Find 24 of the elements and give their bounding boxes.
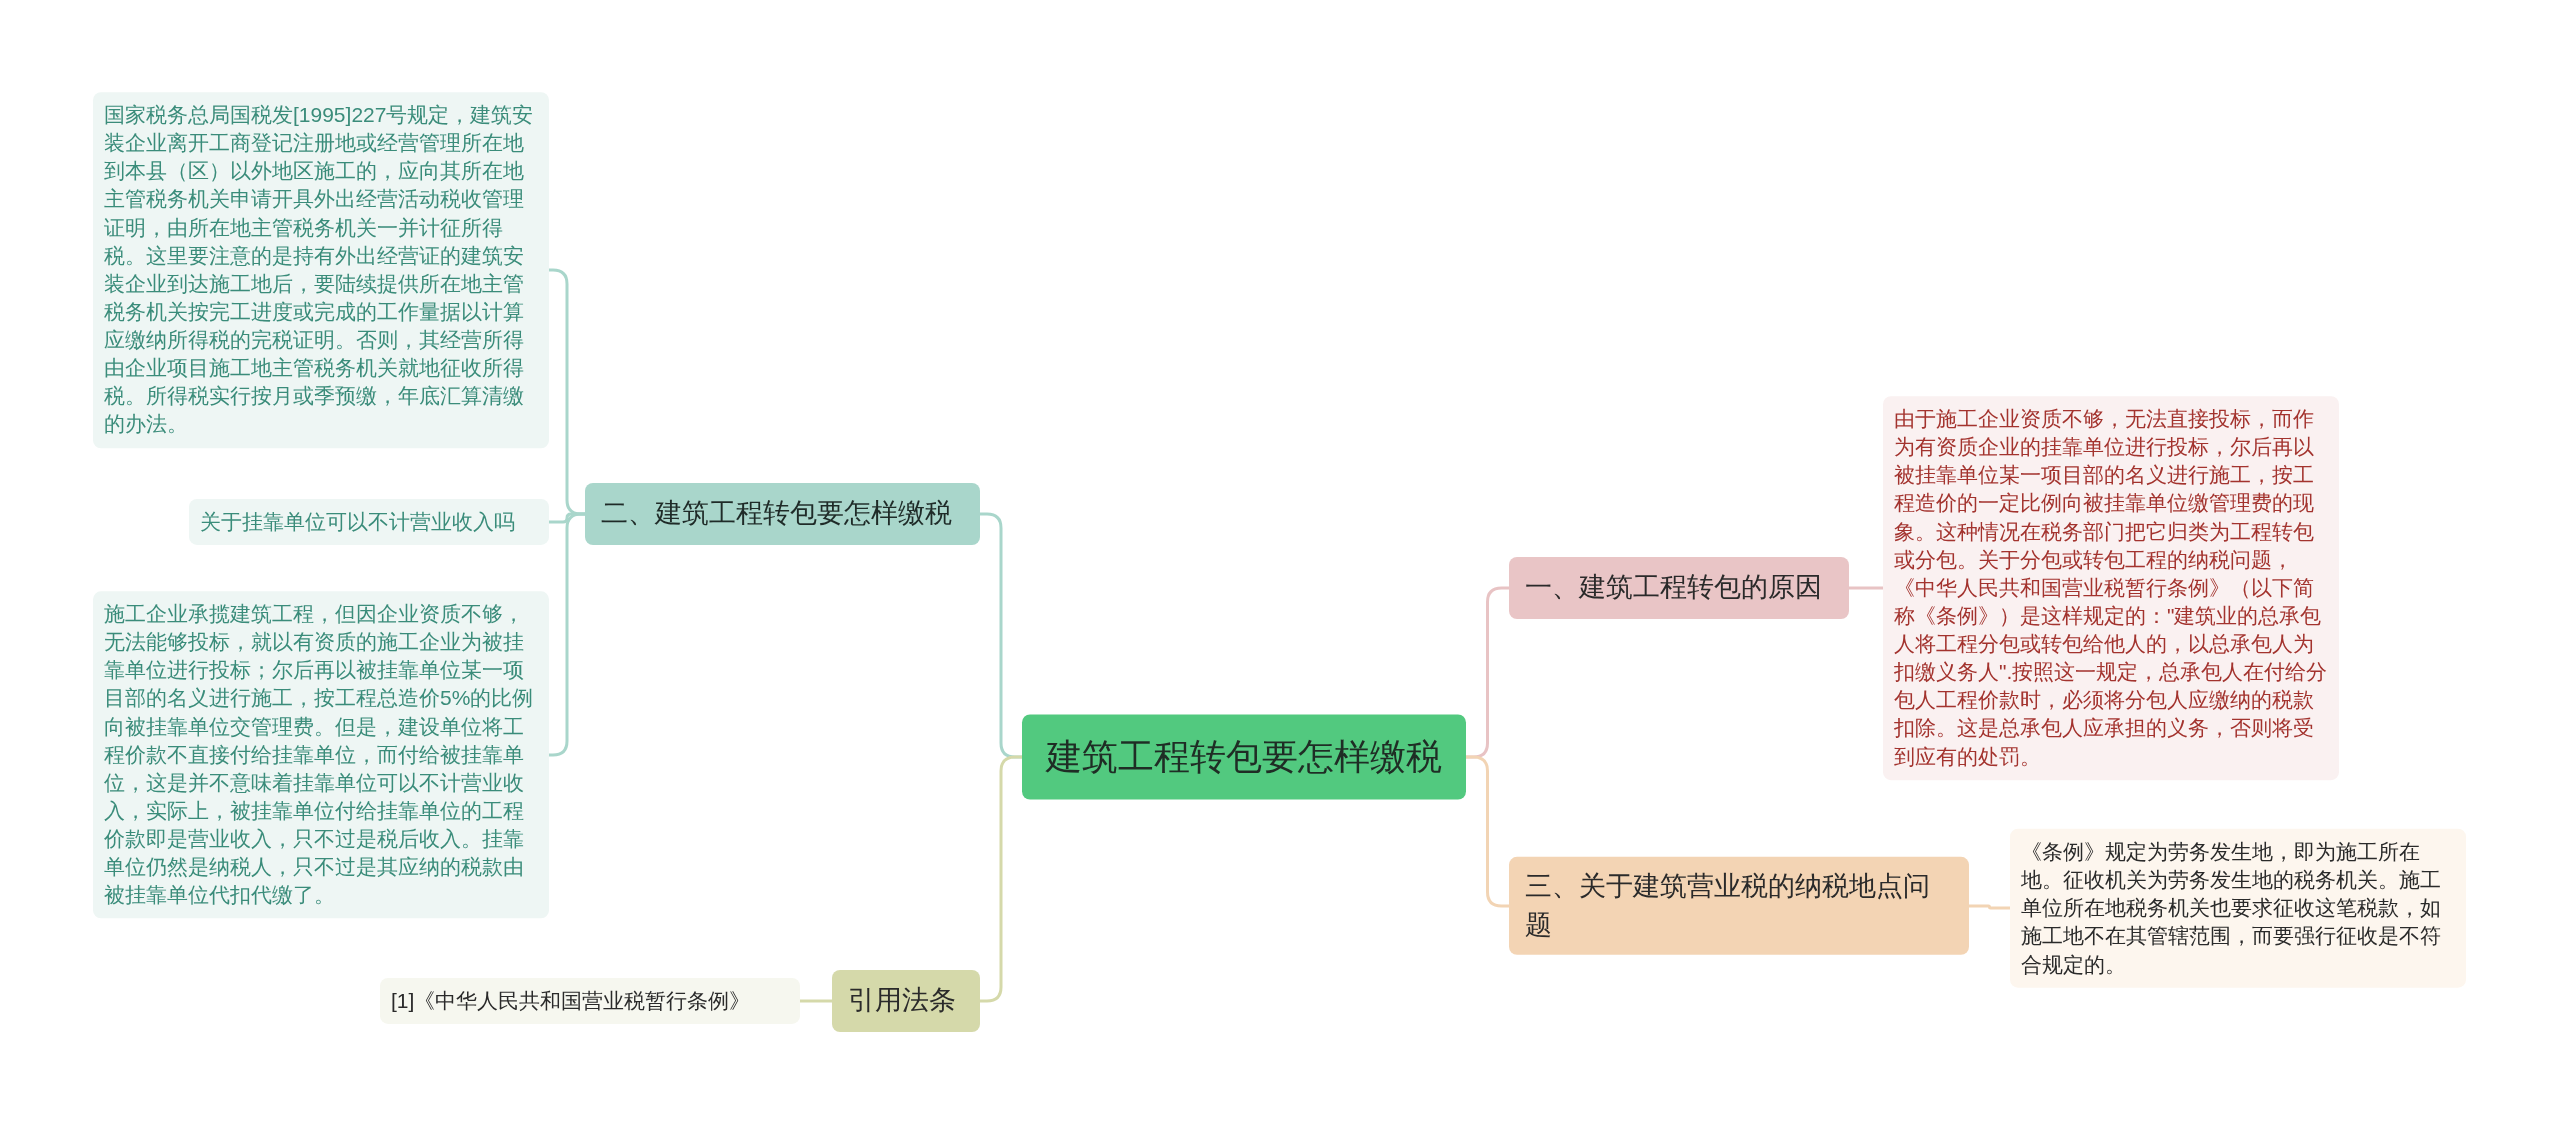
note-card (189, 498, 549, 546)
topic-text: 三、关于建筑营业税的纳税地点问题 (1525, 869, 1931, 942)
note-text: 《条例》规定为劳务发生地，即为施工所在地。征收机关为劳务发生地的税务机关。施工单位所在地税务机关也要求征收这笔税款，如施工地不在其管辖范围，而要强行征收是不符合规定的。 (2021, 838, 2442, 978)
note-text: 由于施工企业资质不够，无法直接投标，而作为有资质企业的挂靠单位进行投标，尔后再以被挂靠单位某一项目部的名义进行施工，按工程造价的一定比例向被挂靠单位缴管理费的现象。这种情况在税务部门把它归类为工程转包或分包。关于分包或转包工程的纳税问题，《中华人民共和国营业税暂行条例》（以下简称《条例》）是这样规定的："建筑业的总承包人将工程分包或转包给他人的，以总承包人为扣缴义务人".按照这一规定，总承包人在付给分包人工程价款时，必须将分包人应缴纳的税款扣除。这是总承包人应承担的义务，否则将受到应有的处罚。 (1894, 406, 2328, 770)
connector-line (1849, 586, 1883, 590)
note-card (2010, 828, 2466, 988)
note-text: 关于挂靠单位可以不计营业收入吗 (200, 508, 515, 535)
branch-topic (1509, 856, 1969, 956)
topic-text: 一、建筑工程转包的原因 (1525, 571, 1822, 605)
note-text: 施工企业承揽建筑工程，但因企业资质不够，无法能够投标，就以有资质的施工企业为被挂靠单位进行投标；尔后再以被挂靠单位某一项目部的名义进行施工，按工程总造价5%的比例向被挂靠单位交管理费。但是，建设单位将工程价款不直接付给挂靠单位，而付给被挂靠单位，这是并不意味着挂靠单位可以不计营业收入，实际上，被挂靠单位付给挂靠单位的工程价款即是营业收入，只不过是税后收入。挂靠单位仍然是纳税人，只不过是其应纳的税款由被挂靠单位代扣代缴了。 (104, 601, 535, 909)
topic-text: 建筑工程转包要怎样缴税 (1046, 734, 1442, 779)
note-text: [1]《中华人民共和国营业税暂行条例》 (391, 987, 751, 1014)
topic-text: 引用法条 (848, 984, 956, 1018)
connector-line (1466, 755, 1509, 908)
note-text: 国家税务总局国税发[1995]227号规定，建筑安装企业离开工商登记注册地或经营管理所在地到本县（区）以外地区施工的，应向其所在地主管税务机关申请开具外出经营活动税收管理证明，由所在地主管税务机关一并计征所得税。这里要注意的是持有外出经营证的建筑安装企业到达施工地后，要陆续提供所在地主管税务机关按完工进度或完成的工作量据以计算应缴纳所得税的完税证明。否则，其经营所得由企业项目施工地主管税务机关就地征收所得税。所得税实行按月或季预缴，年底汇算清缴的办法。 (104, 102, 535, 438)
topic-text: 二、建筑工程转包要怎样缴税 (601, 497, 952, 531)
central-topic (1022, 714, 1466, 800)
connector-line (1969, 904, 2010, 910)
branch-topic (1509, 557, 1849, 619)
note-card (380, 977, 800, 1025)
connector-line (800, 999, 832, 1003)
branch-topic (585, 483, 980, 545)
connector-line (980, 755, 1022, 1003)
branch-topic (832, 970, 980, 1032)
